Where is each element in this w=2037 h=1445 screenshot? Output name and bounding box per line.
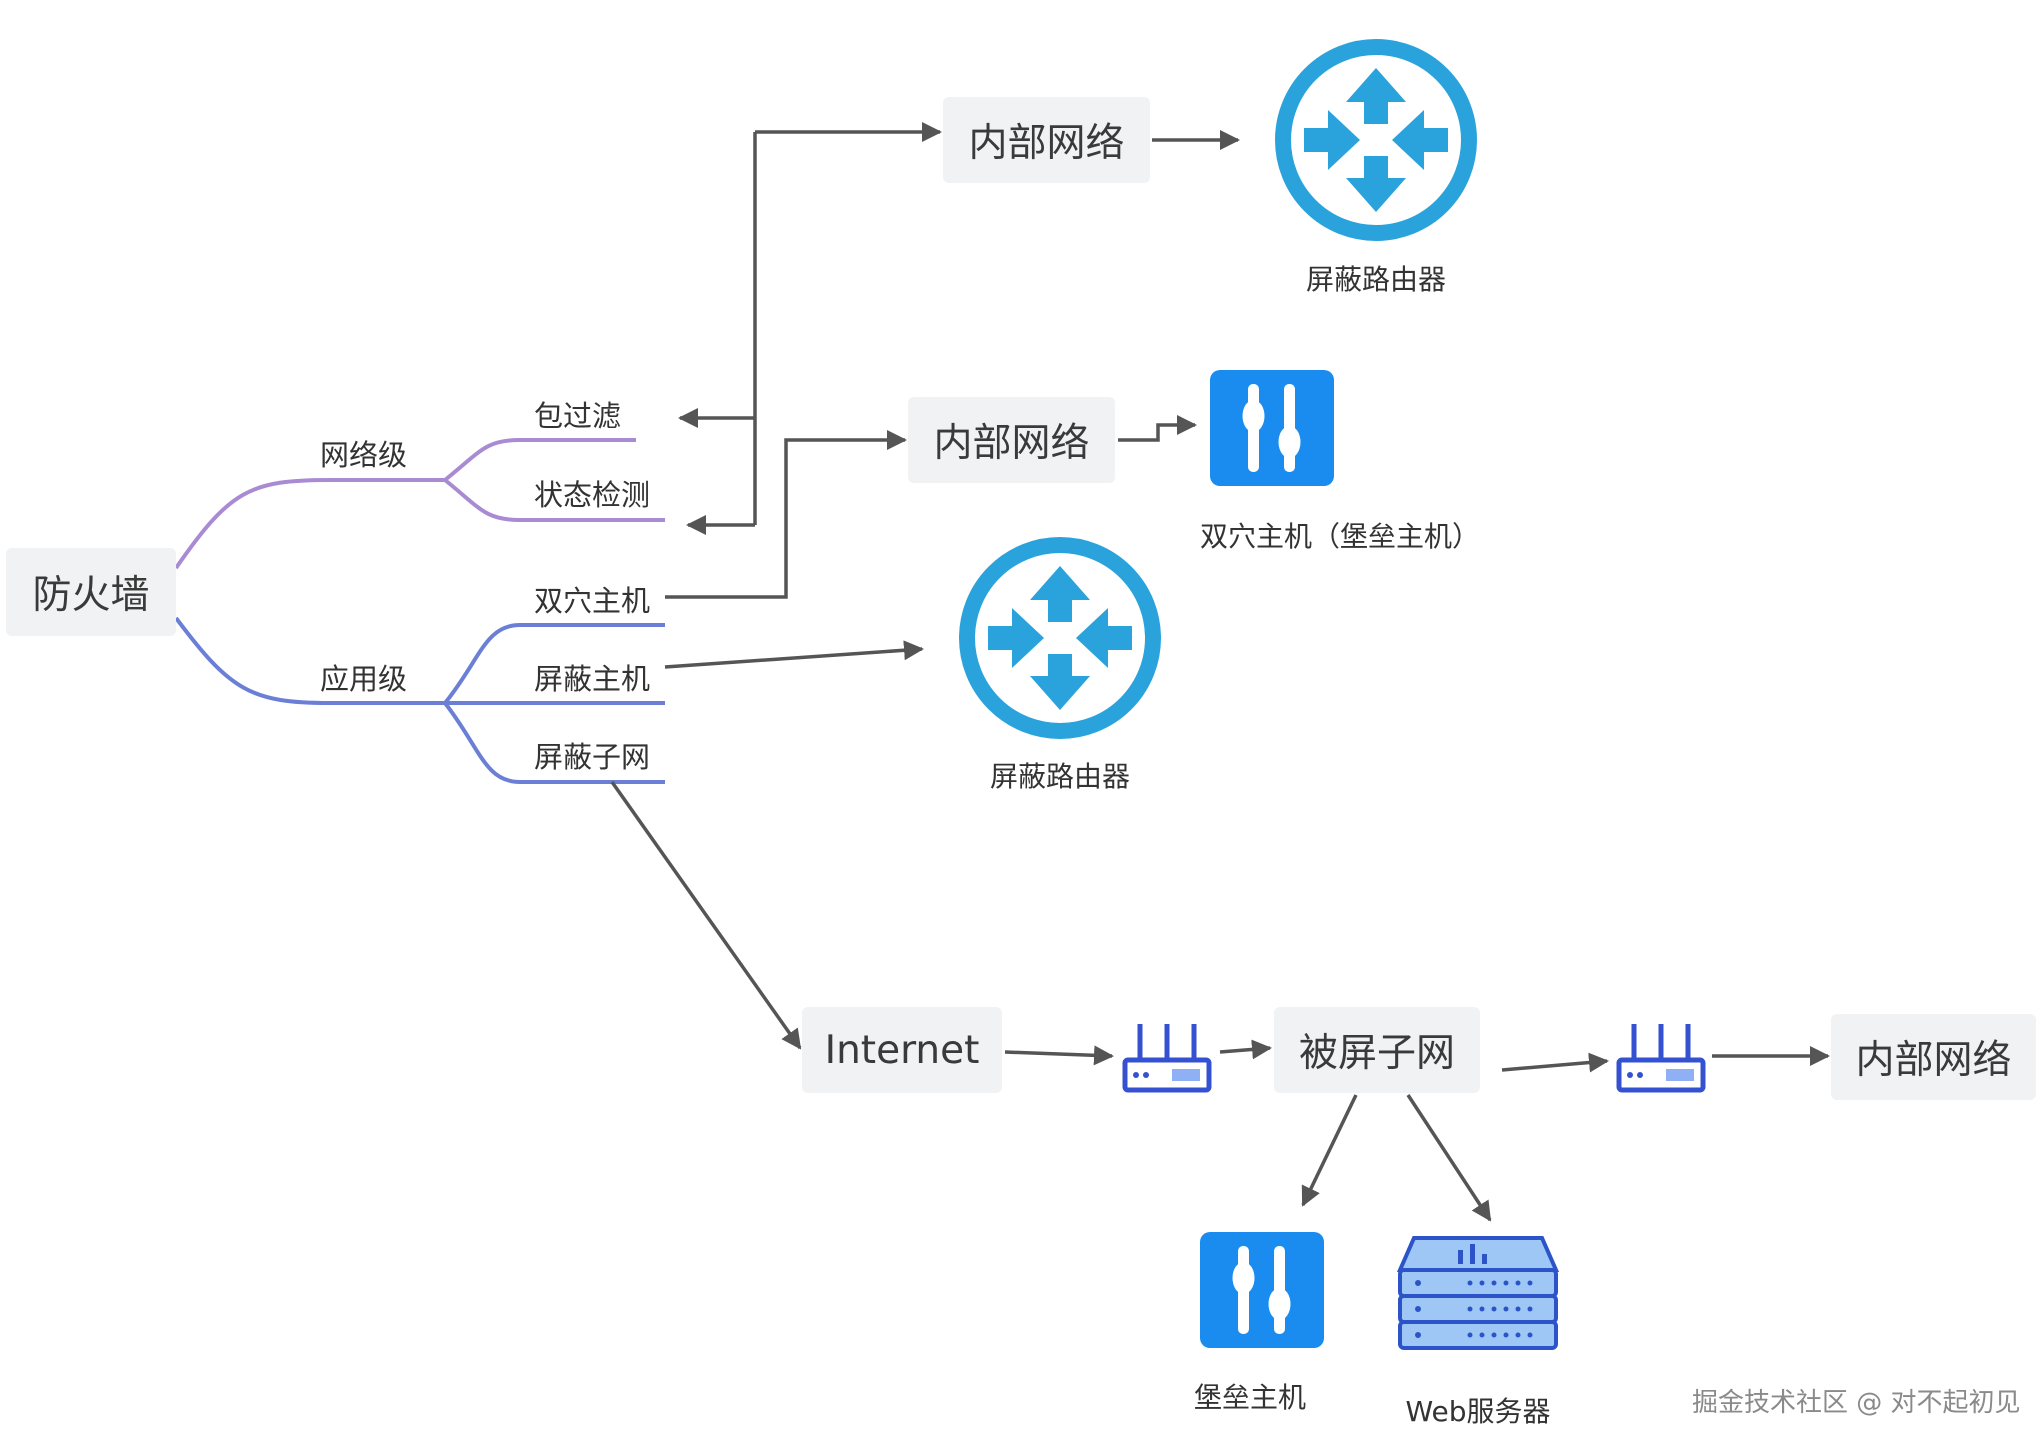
branch-label-application: 应用级	[320, 662, 408, 696]
branch-curve-network	[174, 478, 445, 570]
connector-internal-network-2-to-host	[1118, 415, 1197, 442]
connector-internet-to-gateway-left	[1004, 1045, 1114, 1066]
branch-label-network: 网络级	[320, 438, 408, 472]
internal-network-node[interactable]: 内部网络	[943, 97, 1150, 183]
network-device-icon	[1616, 1024, 1706, 1093]
branch-label-screened-subnet: 屏蔽子网	[534, 740, 651, 774]
caption-bastion-host: 堡垒主机	[1193, 1381, 1306, 1414]
connector-subnet-to-bastion-host	[1301, 1094, 1358, 1207]
watermark: 掘金技术社区 @ 对不起初见	[1692, 1388, 2021, 1418]
router-icon	[1275, 39, 1477, 241]
connector-dual-homed-to-internal-network-2	[665, 430, 907, 599]
caption-dual-homed-host: 双穴主机（堡垒主机）	[1199, 520, 1480, 553]
host-icon	[1210, 370, 1334, 486]
connector-screened-host-to-router	[664, 640, 924, 669]
branch-label-dual-homed-host: 双穴主机	[534, 584, 651, 618]
internet-node[interactable]: Internet	[802, 1007, 1002, 1093]
branch-curve-screened-subnet	[443, 701, 665, 784]
caption-web-server: Web服务器	[1405, 1395, 1551, 1428]
branch-curve-state-inspection	[443, 478, 665, 522]
branch-curve-dual-homed	[443, 623, 665, 705]
branch-label-state-inspection: 状态检测	[534, 478, 651, 512]
connector-subnet-to-web-server	[1406, 1094, 1492, 1222]
server-icon	[1396, 1236, 1560, 1350]
branch-label-screened-host: 屏蔽主机	[534, 662, 651, 696]
internal-network-node[interactable]: 内部网络	[1831, 1014, 2036, 1100]
internal-network-node[interactable]: 内部网络	[908, 397, 1115, 483]
root-node-firewall[interactable]: 防火墙	[6, 548, 176, 636]
connector-subnet-to-gateway-right	[1501, 1052, 1609, 1073]
screened-subnet-node[interactable]: 被屏子网	[1274, 1007, 1480, 1093]
branch-curve-application	[174, 616, 445, 705]
caption-screening-router: 屏蔽路由器	[989, 760, 1130, 793]
router-icon	[959, 537, 1161, 739]
branch-label-packet-filter: 包过滤	[534, 399, 622, 433]
caption-screening-router: 屏蔽路由器	[1305, 263, 1446, 296]
network-device-icon	[1122, 1024, 1212, 1093]
connector-gateway-left-to-subnet	[1219, 1039, 1272, 1060]
branch-curve-packet-filter	[443, 438, 636, 482]
host-icon	[1200, 1232, 1324, 1348]
connector-screened-subnet-to-internet	[610, 780, 802, 1050]
